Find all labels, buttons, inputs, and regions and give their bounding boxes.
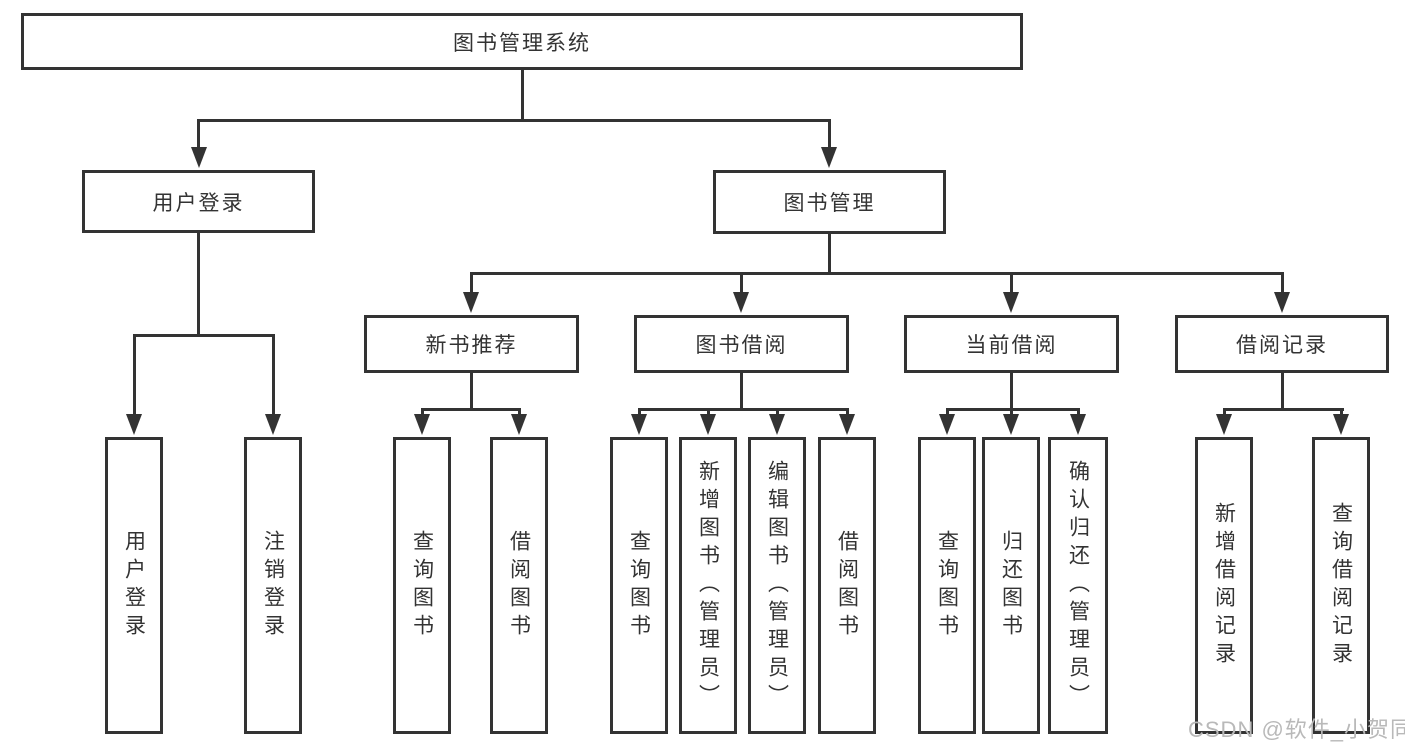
connector-mgmt-vline — [828, 232, 831, 274]
leaf-newbook-query-label: 查询图书 — [410, 529, 434, 642]
arrowhead-group-borrow — [733, 292, 749, 313]
arrowhead-borrow-leaf-2 — [700, 414, 716, 435]
node-book-mgmt-group-label: 图书管理 — [783, 192, 876, 215]
connector-mgmt-drop-1 — [470, 272, 473, 297]
connector-login-drop-2 — [272, 334, 275, 417]
leaf-newbook-borrow-label: 借阅图书 — [507, 529, 531, 642]
arrowhead-login — [191, 147, 207, 168]
arrowhead-newbook-leaf-2 — [511, 414, 527, 435]
arrowhead-login-leaf-1 — [126, 414, 142, 435]
node-root-label: 图书管理系统 — [453, 31, 591, 55]
node-new-book-rec-label: 新书推荐 — [425, 334, 518, 357]
connector-borrow-hline — [638, 408, 849, 411]
leaf-borrow-query: 查询图书 — [610, 437, 668, 734]
leaf-newbook-query: 查询图书 — [393, 437, 451, 734]
node-borrow-records: 借阅记录 — [1175, 315, 1389, 373]
connector-root-drop-login — [197, 119, 200, 151]
leaf-records-query: 查询借阅记录 — [1312, 437, 1370, 734]
connector-records-hline — [1223, 408, 1344, 411]
connector-newbook-vline — [470, 371, 473, 410]
leaf-logout: 注销登录 — [244, 437, 302, 734]
connector-mgmt-drop-2 — [740, 272, 743, 297]
node-current-borrow: 当前借阅 — [904, 315, 1119, 373]
node-current-borrow-label: 当前借阅 — [965, 334, 1058, 357]
leaf-borrow-edit-admin: 编辑图书（管理员） — [748, 437, 806, 734]
leaf-borrow-book: 借阅图书 — [818, 437, 876, 734]
connector-borrow-vline — [740, 371, 743, 410]
arrowhead-current-leaf-3 — [1070, 414, 1086, 435]
node-root: 图书管理系统 — [21, 13, 1023, 70]
leaf-current-query-label: 查询图书 — [935, 529, 959, 642]
leaf-borrow-add-admin: 新增图书（管理员） — [679, 437, 737, 734]
arrowhead-borrow-leaf-1 — [631, 414, 647, 435]
leaf-current-confirm-admin: 确认归还（管理员） — [1048, 437, 1108, 734]
node-book-borrow-label: 图书借阅 — [695, 334, 788, 357]
connector-current-hline — [946, 408, 1080, 411]
leaf-current-query: 查询图书 — [918, 437, 976, 734]
leaf-current-return: 归还图书 — [982, 437, 1040, 734]
connector-mgmt-drop-4 — [1281, 272, 1284, 297]
connector-login-hline — [133, 334, 275, 337]
leaf-borrow-add-admin-label: 新增图书（管理员） — [696, 459, 720, 712]
node-user-login-group-label: 用户登录 — [152, 191, 245, 215]
arrowhead-current-leaf-2 — [1003, 414, 1019, 435]
leaf-records-query-label: 查询借阅记录 — [1329, 501, 1353, 670]
connector-login-drop-1 — [133, 334, 136, 417]
arrowhead-newbook-leaf-1 — [414, 414, 430, 435]
connector-records-vline — [1281, 371, 1284, 410]
leaf-current-confirm-admin-label: 确认归还（管理员） — [1066, 459, 1090, 712]
arrowhead-current-leaf-1 — [939, 414, 955, 435]
node-user-login-group: 用户登录 — [82, 170, 315, 233]
leaf-user-login-label: 用户登录 — [122, 529, 146, 642]
leaf-records-add: 新增借阅记录 — [1195, 437, 1253, 734]
arrowhead-mgmt — [821, 147, 837, 168]
leaf-user-login: 用户登录 — [105, 437, 163, 734]
leaf-records-add-label: 新增借阅记录 — [1212, 501, 1236, 670]
arrowhead-group-records — [1274, 292, 1290, 313]
connector-mgmt-drop-3 — [1010, 272, 1013, 297]
node-new-book-rec: 新书推荐 — [364, 315, 579, 373]
connector-mgmt-hline — [470, 272, 1284, 275]
node-book-mgmt-group: 图书管理 — [713, 170, 946, 234]
connector-current-vline — [1010, 371, 1013, 410]
arrowhead-borrow-leaf-3 — [769, 414, 785, 435]
arrowhead-records-leaf-1 — [1216, 414, 1232, 435]
arrowhead-group-current — [1003, 292, 1019, 313]
leaf-newbook-borrow: 借阅图书 — [490, 437, 548, 734]
leaf-borrow-edit-admin-label: 编辑图书（管理员） — [765, 459, 789, 712]
connector-root-drop-mgmt — [828, 119, 831, 151]
arrowhead-login-leaf-2 — [265, 414, 281, 435]
node-book-borrow: 图书借阅 — [634, 315, 849, 373]
csdn-watermark: CSDN @软件_小贺同学 — [1188, 717, 1405, 742]
arrowhead-borrow-leaf-4 — [839, 414, 855, 435]
connector-newbook-hline — [421, 408, 521, 411]
arrowhead-records-leaf-2 — [1333, 414, 1349, 435]
leaf-logout-label: 注销登录 — [261, 529, 285, 642]
leaf-borrow-book-label: 借阅图书 — [835, 529, 859, 642]
connector-root-hline — [197, 119, 831, 122]
leaf-borrow-query-label: 查询图书 — [627, 529, 651, 642]
node-borrow-records-label: 借阅记录 — [1236, 334, 1328, 357]
connector-root-vline — [521, 68, 524, 122]
arrowhead-group-newbook — [463, 292, 479, 313]
leaf-current-return-label: 归还图书 — [999, 529, 1023, 642]
connector-login-vline — [197, 231, 200, 336]
